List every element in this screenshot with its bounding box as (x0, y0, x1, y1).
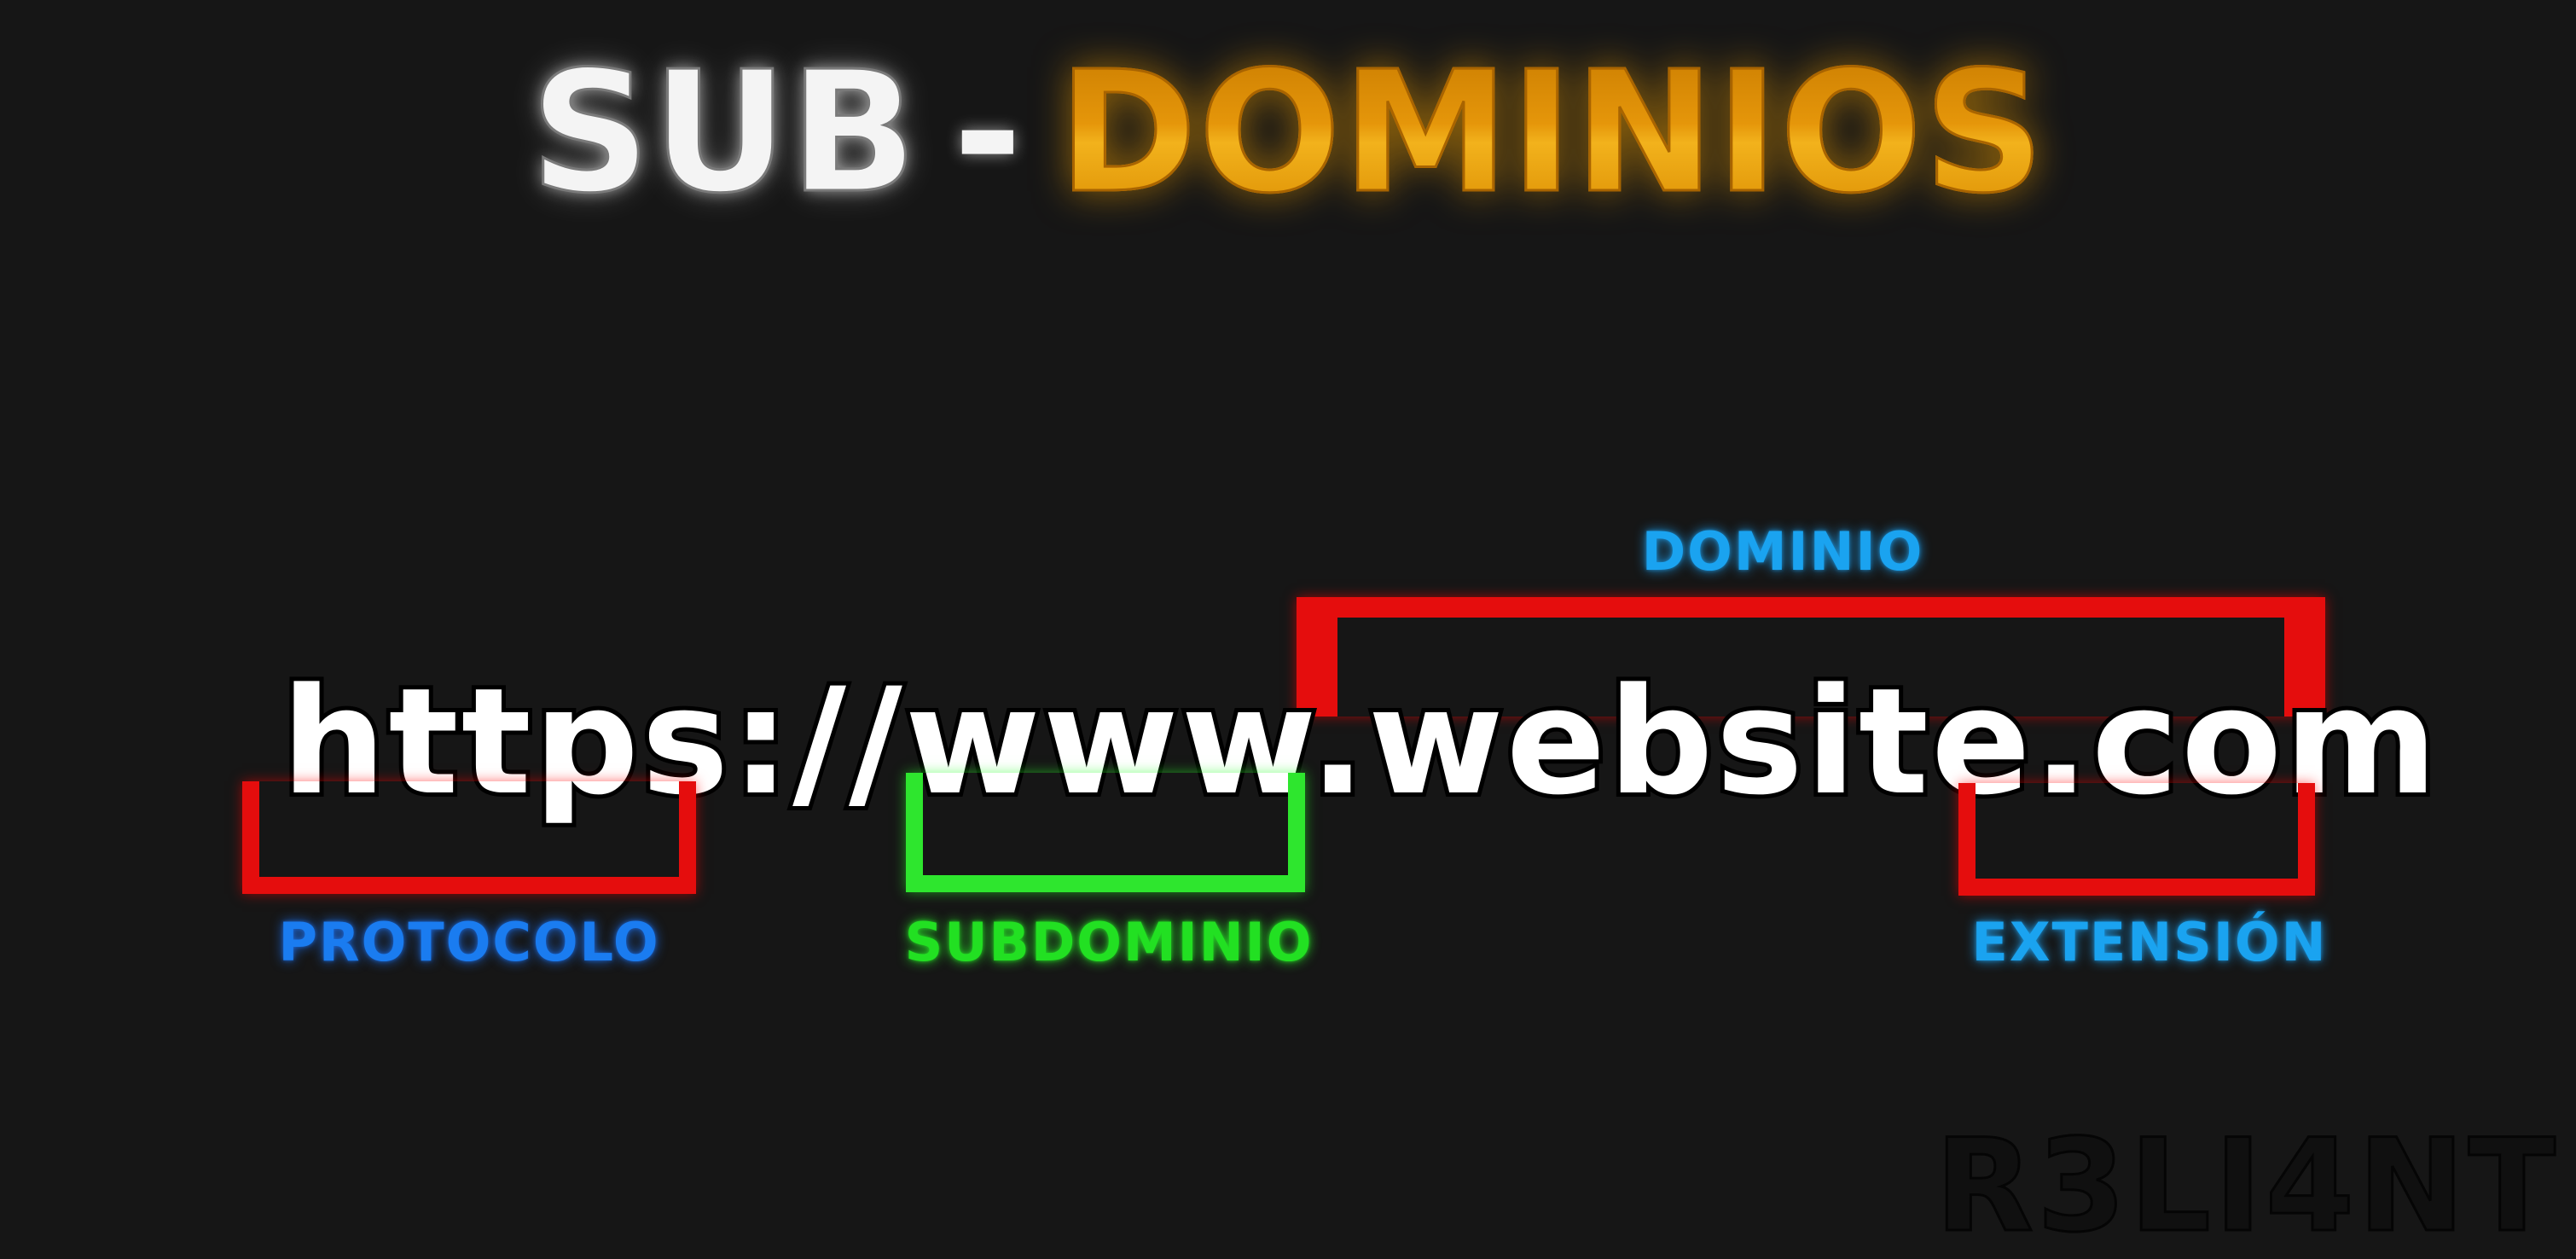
protocolo-label: PROTOCOLO (278, 911, 660, 973)
extension-label: EXTENSIÓN (1971, 911, 2328, 973)
title-sub: SUB (529, 36, 920, 230)
dominio-label: DOMINIO (1641, 520, 1924, 583)
watermark-logo: R3LI4NT (1934, 1112, 2559, 1259)
protocolo-bracket (242, 781, 696, 894)
page-title: SUB-DOMINIOS (0, 36, 2576, 230)
url-text: https://www.website.com (277, 653, 2441, 832)
subdominio-bracket (906, 773, 1305, 892)
title-dominios: DOMINIOS (1057, 36, 2046, 230)
dominio-bracket (1297, 597, 2325, 717)
extension-bracket (1958, 783, 2315, 896)
subdominio-label: SUBDOMINIO (904, 911, 1314, 973)
title-separator: - (953, 36, 1024, 230)
